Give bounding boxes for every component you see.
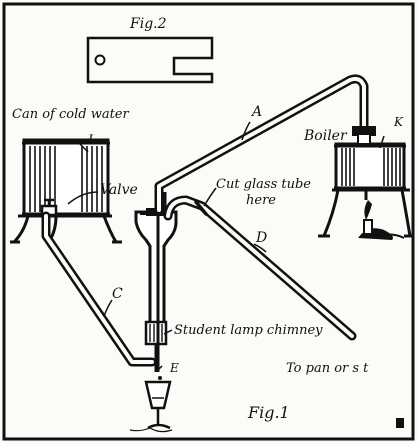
- fig2-slotted-plate: [86, 36, 214, 84]
- can-of-cold-water-label: Can of cold water: [12, 107, 129, 122]
- boiler-tripod: [318, 188, 414, 238]
- tube-a: [154, 74, 369, 215]
- label-e: E: [169, 361, 179, 375]
- tube-c: [41, 211, 157, 367]
- valve-label: Valve: [100, 182, 138, 198]
- fig1-caption: Fig.1: [247, 403, 290, 422]
- cold-water-can-stand: [10, 214, 122, 244]
- corner-mark: [396, 418, 404, 428]
- to-pan-label: To pan or s t: [286, 361, 369, 376]
- label-k: K: [393, 115, 404, 129]
- leader-lines: [67, 121, 385, 371]
- fig2-caption: Fig.2: [129, 16, 167, 32]
- cut-glass-tube-label: Cut glass tube: [216, 177, 311, 192]
- student-lamp-chimney-label: Student lamp chimney: [174, 323, 323, 338]
- label-a: A: [250, 104, 262, 120]
- label-d: D: [255, 230, 267, 246]
- boiler-label: Boiler: [303, 128, 348, 144]
- plate-hole: [94, 54, 106, 66]
- drip-marks: [129, 376, 173, 433]
- burner: [358, 200, 405, 240]
- label-c: C: [112, 286, 123, 302]
- cut-glass-tube-label-here: here: [246, 193, 276, 208]
- label-l: L: [87, 133, 97, 148]
- collecting-glass: [144, 380, 172, 430]
- student-lamp-chimney: [134, 192, 178, 372]
- tube-d: [163, 195, 357, 341]
- cold-water-can: [22, 138, 110, 218]
